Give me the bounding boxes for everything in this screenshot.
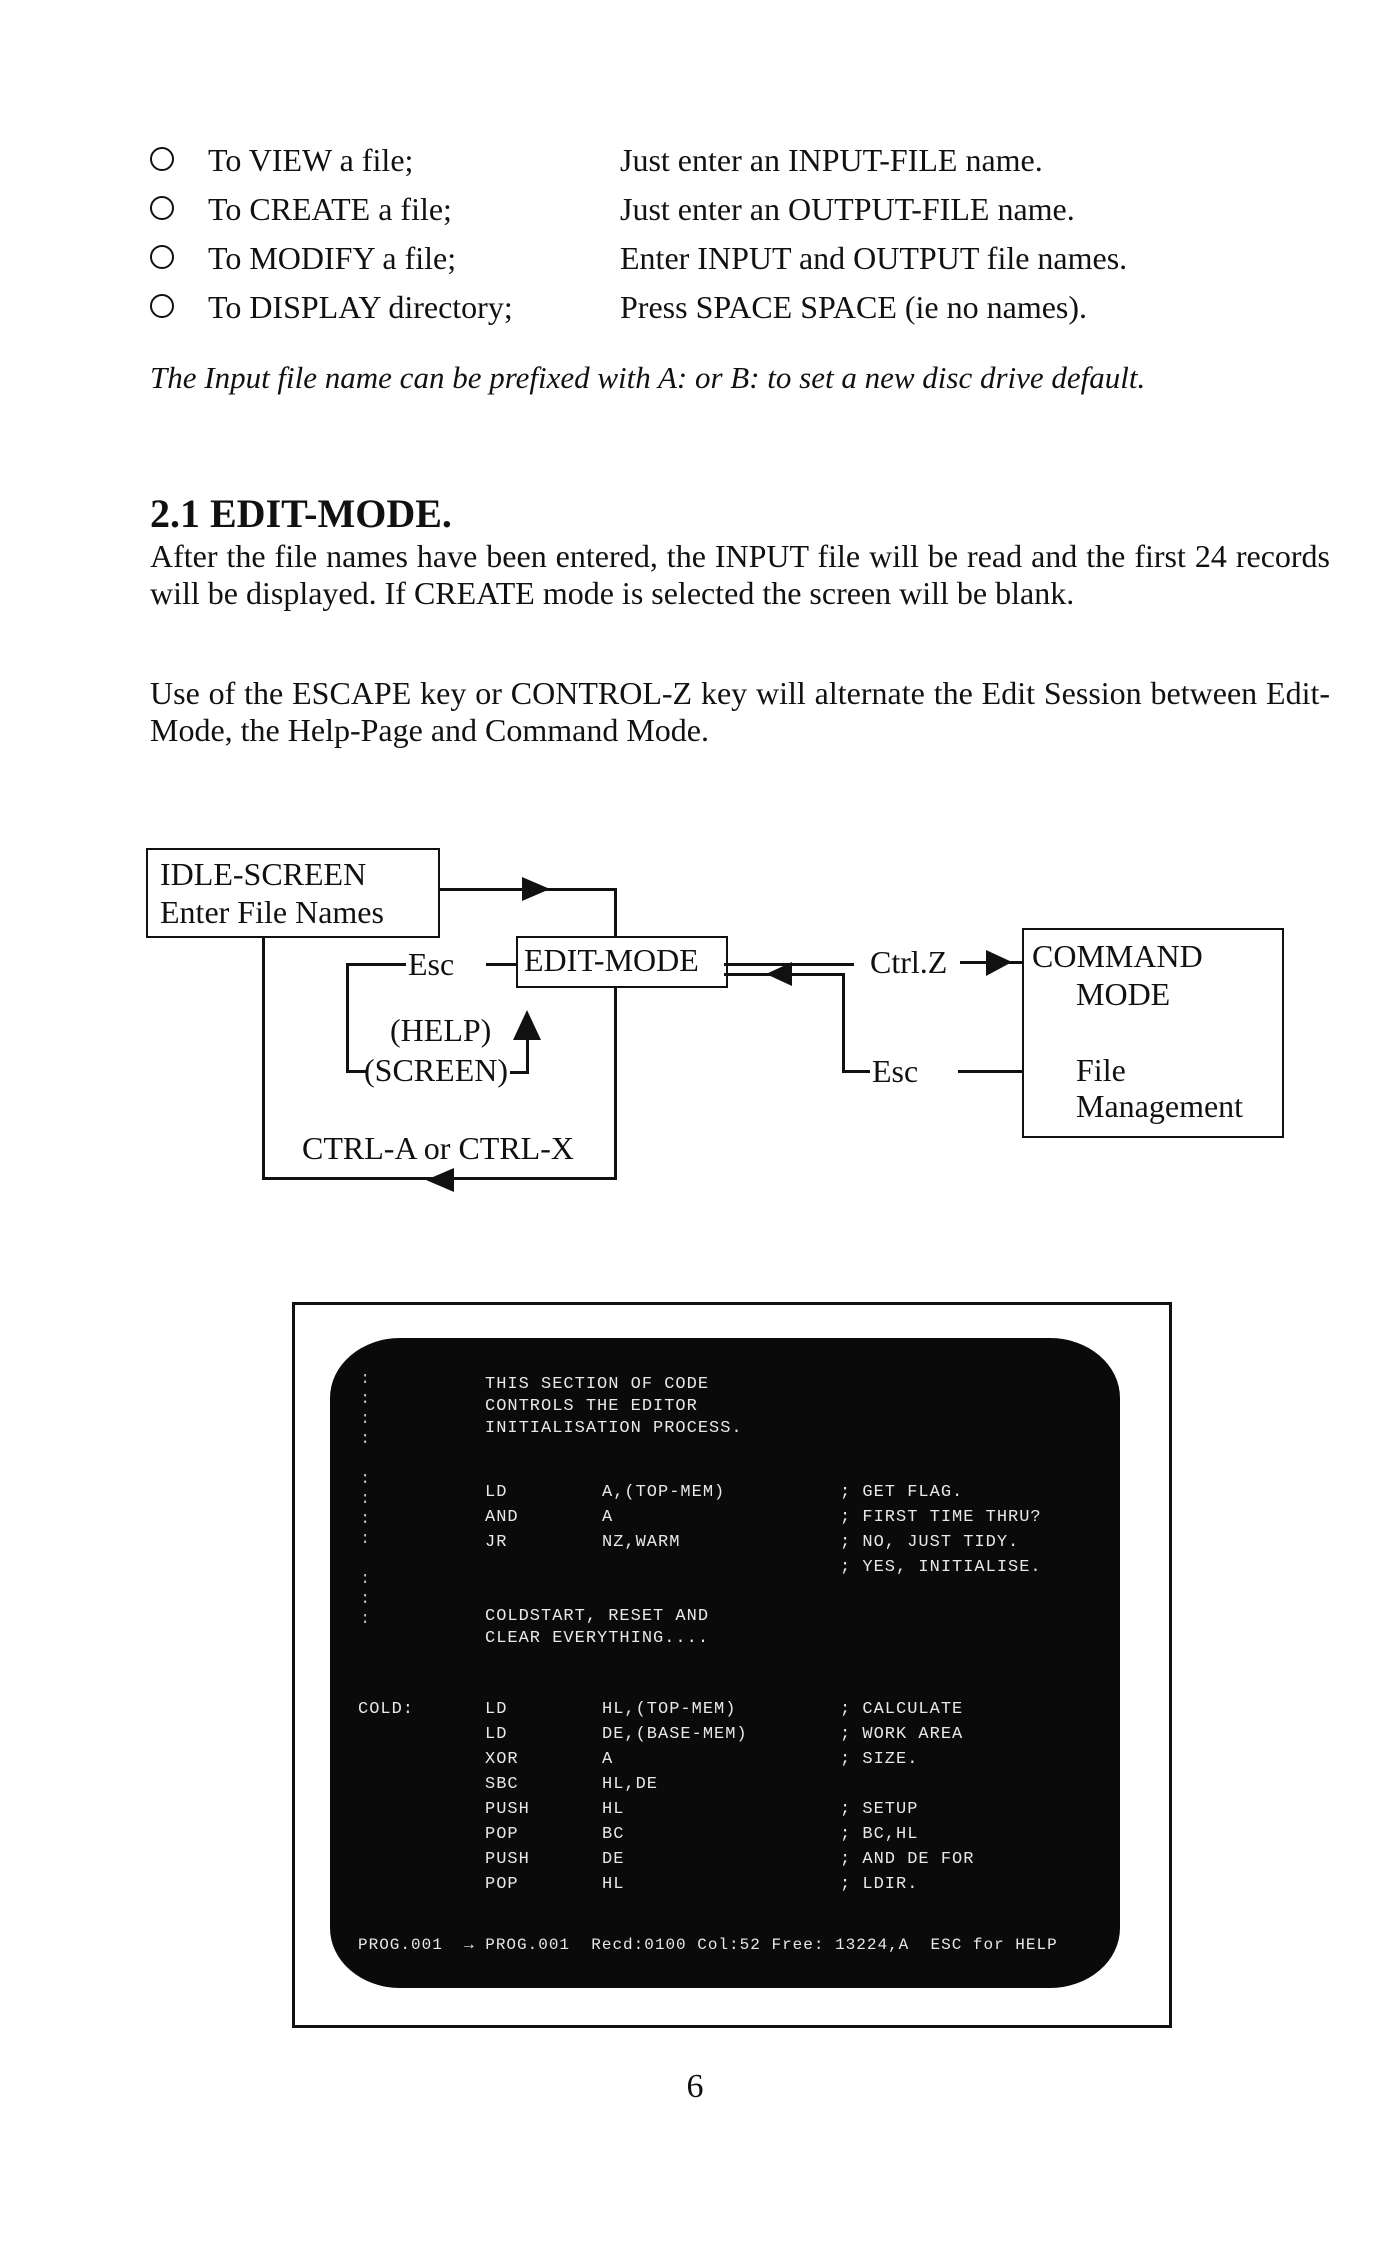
option-description: Just enter an INPUT-FILE name. [620,142,1043,178]
circle-bullet-icon [150,294,174,318]
code-op: SBC [485,1775,519,1794]
code-arg: A [602,1750,614,1769]
command-mode-title: COMMAND [1032,938,1203,974]
code-arg: HL [602,1875,625,1894]
code-op: AND [485,1508,519,1527]
drive-prefix-note: The Input file name can be prefixed with… [150,360,1146,395]
code-comment: ; YES, INITIALISE. [840,1558,1042,1577]
option-label: To CREATE a file; [208,191,452,227]
idle-screen-box [146,848,440,938]
connector-line [346,1070,368,1073]
status-line: PROG.001 → PROG.001 Recd:0100 Col:52 Fre… [358,1936,1058,1954]
esc-label: Esc [872,1053,919,1089]
option-label: To DISPLAY directory; [208,289,513,325]
section-heading: 2.1 EDIT-MODE. [150,491,452,536]
code-arg: DE [602,1850,625,1869]
edit-mode-label: EDIT-MODE [524,942,699,978]
code-op: PUSH [485,1850,530,1869]
idle-screen-subtitle: Enter File Names [160,894,384,930]
circle-bullet-icon [150,147,174,171]
code-comment: COLDSTART, RESET AND CLEAR EVERYTHING.... [485,1606,709,1650]
option-label: To VIEW a file; [208,142,414,178]
option-description: Just enter an OUTPUT-FILE name. [620,191,1075,227]
connector-line [346,963,349,1073]
ctrl-z-label: Ctrl.Z [870,944,948,980]
arrow-right-icon [522,877,550,901]
esc-label: Esc [408,946,455,982]
connector-line [842,1070,870,1073]
code-arg: HL,(TOP-MEM) [602,1700,737,1719]
code-arg: DE,(BASE-MEM) [602,1725,748,1744]
code-comment: ; AND DE FOR [840,1850,975,1869]
arrow-left-icon [766,962,792,986]
code-comment: ; FIRST TIME THRU? [840,1508,1042,1527]
connector-line [958,1070,1022,1073]
comment-line: INITIALISATION PROCESS. [485,1419,743,1438]
connector-line [346,963,406,966]
code-arg: BC [602,1825,625,1844]
code-label: COLD: [358,1700,415,1719]
code-comment: ; BC,HL [840,1825,919,1844]
edit-mode-box [516,936,728,988]
file-management-label: File [1076,1052,1126,1088]
code-op: PUSH [485,1800,530,1819]
code-op: POP [485,1875,519,1894]
code-op: LD [485,1700,508,1719]
code-comment: ; SIZE. [840,1750,919,1769]
option-row: To VIEW a file; Just enter an INPUT-FILE… [150,136,1250,184]
option-row: To MODIFY a file; Enter INPUT and OUTPUT… [150,234,1250,282]
code-comment: ; NO, JUST TIDY. [840,1533,1020,1552]
code-arg: HL [602,1800,625,1819]
ctrl-a-x-label: CTRL-A or CTRL-X [302,1130,574,1166]
crt-screen: : : : : : : : : : : : THIS SECTION OF CO… [330,1338,1120,1988]
comment-line: CONTROLS THE EDITOR [485,1397,698,1416]
help-label: (HELP) [390,1012,492,1048]
section-paragraph: After the file names have been entered, … [150,538,1330,611]
comment-line: CLEAR EVERYTHING.... [485,1629,710,1648]
code-op: LD [485,1725,508,1744]
code-op: XOR [485,1750,519,1769]
connector-line [262,935,265,1180]
section-paragraph: Use of the ESCAPE key or CONTROL-Z key w… [150,675,1330,748]
option-row: To CREATE a file; Just enter an OUTPUT-F… [150,185,1250,233]
file-management-label: Management [1076,1088,1244,1124]
code-comment: ; LDIR. [840,1875,919,1894]
code-comment: ; WORK AREA [840,1725,964,1744]
connector-line [614,888,617,1180]
option-label: To MODIFY a file; [208,240,457,276]
screen-label: (SCREEN) [364,1052,508,1088]
command-mode-box [1022,928,1284,1138]
code-comment: THIS SECTION OF CODE CONTROLS THE EDITOR I… [485,1374,743,1440]
code-op: LD [485,1483,508,1502]
option-row: To DISPLAY directory; Press SPACE SPACE … [150,283,1250,331]
arrow-up-icon [513,1010,541,1040]
code-op: POP [485,1825,519,1844]
connector-line [510,1071,529,1074]
code-arg: HL,DE [602,1775,659,1794]
comment-line: COLDSTART, RESET AND [485,1607,710,1626]
arrow-right-icon [986,950,1012,976]
code-arg: NZ,WARM [602,1533,681,1552]
code-comment: ; CALCULATE [840,1700,964,1719]
page-number: 6 [686,2068,704,2105]
connector-line [526,1040,529,1074]
circle-bullet-icon [150,196,174,220]
code-arg: A [602,1508,614,1527]
connector-line [486,963,518,966]
option-description: Press SPACE SPACE (ie no names). [620,289,1088,325]
arrow-left-icon [426,1168,454,1192]
idle-screen-title: IDLE-SCREEN [160,856,367,892]
command-mode-title: MODE [1076,976,1171,1012]
option-description: Enter INPUT and OUTPUT file names. [620,240,1128,276]
code-arg: A,(TOP-MEM) [602,1483,726,1502]
comment-line: THIS SECTION OF CODE [485,1375,710,1394]
code-op: JR [485,1533,508,1552]
connector-line [842,973,845,1073]
margin-marks: : : : : : : : : : : : [360,1370,372,1629]
code-comment: ; SETUP [840,1800,919,1819]
circle-bullet-icon [150,245,174,269]
code-comment: ; GET FLAG. [840,1483,964,1502]
